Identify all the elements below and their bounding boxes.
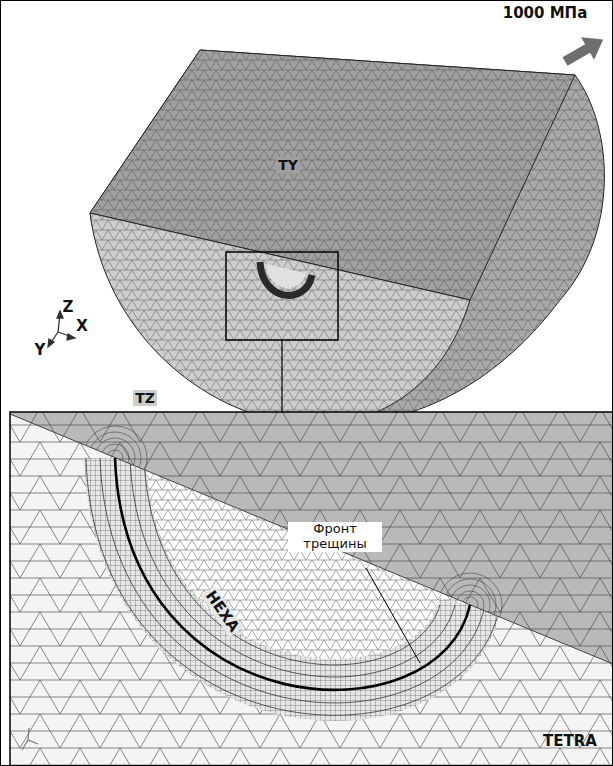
mesh-type-label: TETRA [543, 733, 597, 750]
crack-front-label: Фронт трещины [288, 522, 382, 552]
surface-name: TZ [133, 390, 157, 406]
axis-name: Z [63, 299, 74, 316]
surface-name: TY [276, 157, 300, 173]
axis-name: Y [35, 342, 46, 359]
load-value: 1000 МПа [503, 5, 588, 22]
axis-name: X [76, 318, 88, 335]
